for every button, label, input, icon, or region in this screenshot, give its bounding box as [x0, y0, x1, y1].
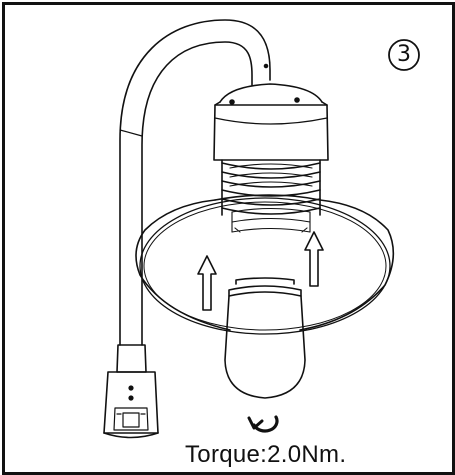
step-number: 3	[397, 42, 411, 67]
torque-caption: Torque:2.0Nm.	[185, 441, 347, 468]
clockwise-rotation-icon	[247, 415, 279, 433]
gooseneck-arm	[119, 19, 271, 346]
step-number-circle	[388, 39, 420, 71]
base-connector	[103, 344, 159, 439]
lamp-housing	[213, 83, 329, 233]
reflector-shade	[135, 194, 395, 335]
lamp-bulb	[224, 277, 306, 399]
up-arrow-icon	[197, 255, 217, 311]
up-arrow-icon	[304, 231, 324, 287]
